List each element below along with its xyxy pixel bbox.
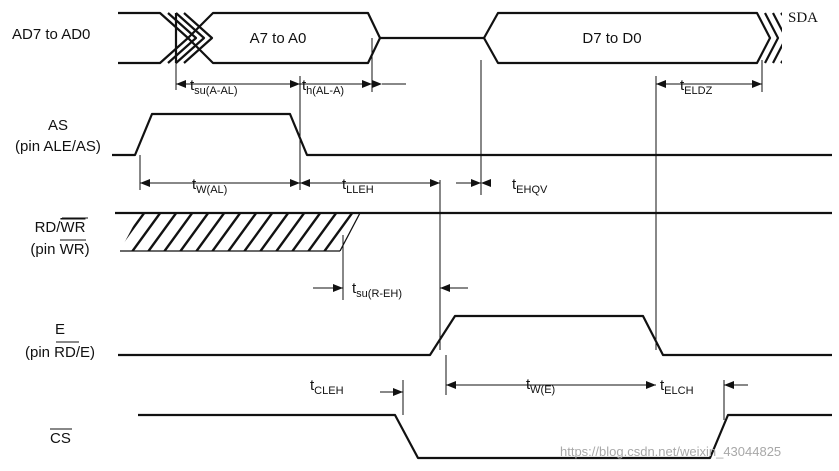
e-waveform — [118, 314, 832, 357]
bus-data-label: D7 to D0 — [582, 30, 641, 47]
timing-label-tsu-r-eh: tsu(R-EH) — [352, 280, 402, 300]
timing-label-teldz: tELDZ — [680, 77, 713, 97]
bus-data-phase — [483, 11, 772, 65]
timing-label-tw-e: tW(E) — [526, 376, 555, 396]
timing-label-tcleh: tCLEH — [310, 377, 344, 397]
dimension-arrows — [140, 80, 762, 396]
signal-label-rdwr-pin: (pin WR) — [30, 241, 89, 258]
rdwr-waveform — [115, 211, 832, 252]
signal-label-cs: CS — [50, 430, 71, 447]
signal-label-e: E — [55, 321, 65, 338]
as-waveform — [112, 112, 832, 157]
cs-waveform — [138, 413, 832, 460]
timing-label-tw-al: tW(AL) — [192, 176, 227, 196]
timing-label-tehqv: tEHQV — [512, 176, 548, 196]
signal-label-e-pin: (pin RD/E) — [25, 344, 95, 361]
watermark: https://blog.csdn.net/weixin_43044825 — [560, 444, 781, 459]
bus-address-label: A7 to A0 — [250, 30, 307, 47]
guide-lines — [139, 38, 763, 420]
signal-label-rdwr: RD/WR — [35, 219, 86, 236]
timing-label-telch: tELCH — [660, 377, 694, 397]
timing-label-tlleh: tLLEH — [342, 176, 374, 196]
signal-label-as: AS — [48, 117, 68, 134]
timing-label-th-al-a: th(AL-A) — [302, 77, 344, 97]
sda-badge — [782, 0, 839, 94]
timing-label-tsu-a-al: tsu(A-AL) — [190, 77, 238, 97]
signal-label-ad-bus: AD7 to AD0 — [12, 26, 90, 43]
bus-waveform — [118, 11, 791, 65]
signal-label-as-pin: (pin ALE/AS) — [15, 138, 101, 155]
sda-badge-text: SDA — [788, 10, 818, 26]
